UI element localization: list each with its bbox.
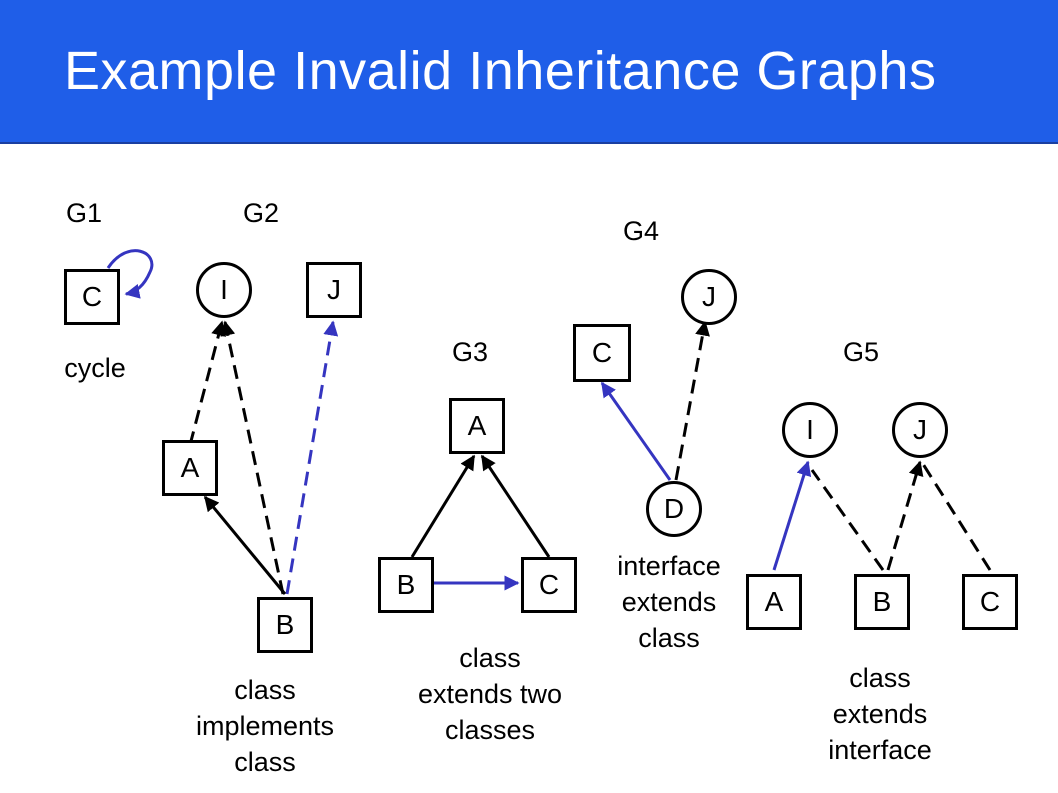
g3-node-b: B (378, 557, 434, 613)
g2-edge-b-i (220, 320, 285, 595)
g5-caption: class extends interface (828, 663, 932, 765)
g2-node-i: I (196, 262, 252, 318)
g2-edge-b-a (203, 495, 287, 595)
g3-node-c: C (521, 557, 577, 613)
g5-node-j: J (892, 402, 948, 458)
g4-edge-d-j (674, 320, 710, 481)
g3-node-a: A (449, 398, 505, 454)
g1-cycle-edge (106, 249, 154, 299)
g5-node-a: A (746, 574, 802, 630)
g5-node-i: I (782, 402, 838, 458)
g4-node-d: D (646, 481, 702, 537)
g5-edge-b-i (810, 469, 885, 571)
g4-label: G4 (623, 216, 660, 246)
g4-node-c: C (573, 324, 631, 382)
g5-node-b: B (854, 574, 910, 630)
g2-label: G2 (243, 198, 280, 228)
g3-edge-c-a (480, 454, 551, 558)
g5-node-c: C (962, 574, 1018, 630)
g2-edge-a-i (188, 320, 226, 446)
g2-node-b: B (257, 597, 313, 653)
g5-edge-a-i (772, 460, 812, 571)
title-bar: Example Invalid Inheritance Graphs (0, 0, 1058, 144)
g1-caption: cycle (64, 353, 126, 383)
g4-node-j: J (681, 269, 737, 325)
g2-edge-b-j (285, 320, 339, 595)
g5-edge-c-j (921, 463, 992, 571)
g1-label: G1 (66, 198, 103, 228)
g3-caption: class extends two classes (417, 643, 563, 745)
g2-node-j: J (306, 262, 362, 318)
g4-caption: interface extends class (617, 551, 721, 653)
slide-title: Example Invalid Inheritance Graphs (64, 41, 937, 101)
g4-edge-d-c (600, 381, 672, 481)
g5-edge-b-j (886, 460, 924, 571)
g2-node-a: A (162, 440, 218, 496)
g1-node-c: C (64, 269, 120, 325)
g5-label: G5 (843, 337, 880, 367)
g3-label: G3 (452, 337, 489, 367)
g2-caption: class implements class (195, 675, 335, 777)
g3-edge-b-a (410, 454, 476, 558)
